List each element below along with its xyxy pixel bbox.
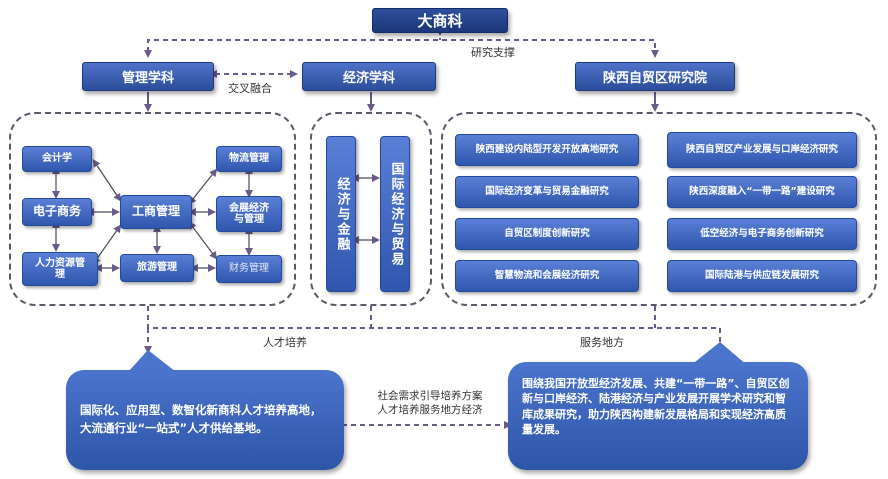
logistics-box: 物流管理 [216,146,282,172]
service-label: 服务地方 [580,336,624,349]
finance-box: 经济与金融 [326,136,356,292]
research-box-3: 国际经济变革与贸易金融研究 [455,176,639,208]
tourism-box: 旅游管理 [120,254,194,282]
research-box-2: 陕西自贸区产业发展与口岸经济研究 [667,132,857,168]
middle-note-line-1: 社会需求引导培养方案 [377,390,483,402]
management-group [9,112,296,306]
management-header: 管理学科 [82,62,214,91]
business-admin-box: 工商管理 [120,195,192,229]
talent-label: 人才培养 [263,336,307,349]
research-box-7: 智慧物流和会展经济研究 [455,260,639,292]
middle-note-line-2: 人才培养服务地方经济 [377,403,483,416]
cross-integration-label: 交叉融合 [228,82,272,95]
institute-header: 陕西自贸区研究院 [575,62,735,91]
research-box-6: 低空经济与电子商务创新研究 [667,218,857,250]
research-support-label: 研究支撑 [471,46,515,59]
research-box-4: 陕西深度融入“一带一路”建设研究 [667,176,857,208]
economics-header: 经济学科 [302,62,436,91]
top-title: 大商科 [372,8,508,33]
talent-bubble: 国际化、应用型、数智化新商科人才培养高地，大流通行业“一站式”人才供给基地。 [66,370,344,470]
trade-box: 国际经济与贸易 [380,136,410,292]
service-bubble: 围绕我国开放型经济发展、共建“一带一路”、自贸区创新与口岸经济、陆港经济与产业发… [508,362,808,470]
exhibition-box: 会展经济与管理 [216,196,282,232]
research-box-1: 陕西建设内陆型开发开放高地研究 [455,134,639,166]
middle-note: 社会需求引导培养方案 人才培养服务地方经济 [365,390,495,417]
research-box-8: 国际陆港与供应链发展研究 [667,260,857,292]
research-box-5: 自贸区制度创新研究 [455,218,639,250]
economics-group [310,112,432,306]
financial-mgmt-box: 财务管理 [216,255,282,283]
hr-box: 人力资源管理 [22,252,98,286]
institute-group [441,112,877,306]
accounting-box: 会计学 [22,146,92,172]
ecommerce-box: 电子商务 [22,198,92,226]
